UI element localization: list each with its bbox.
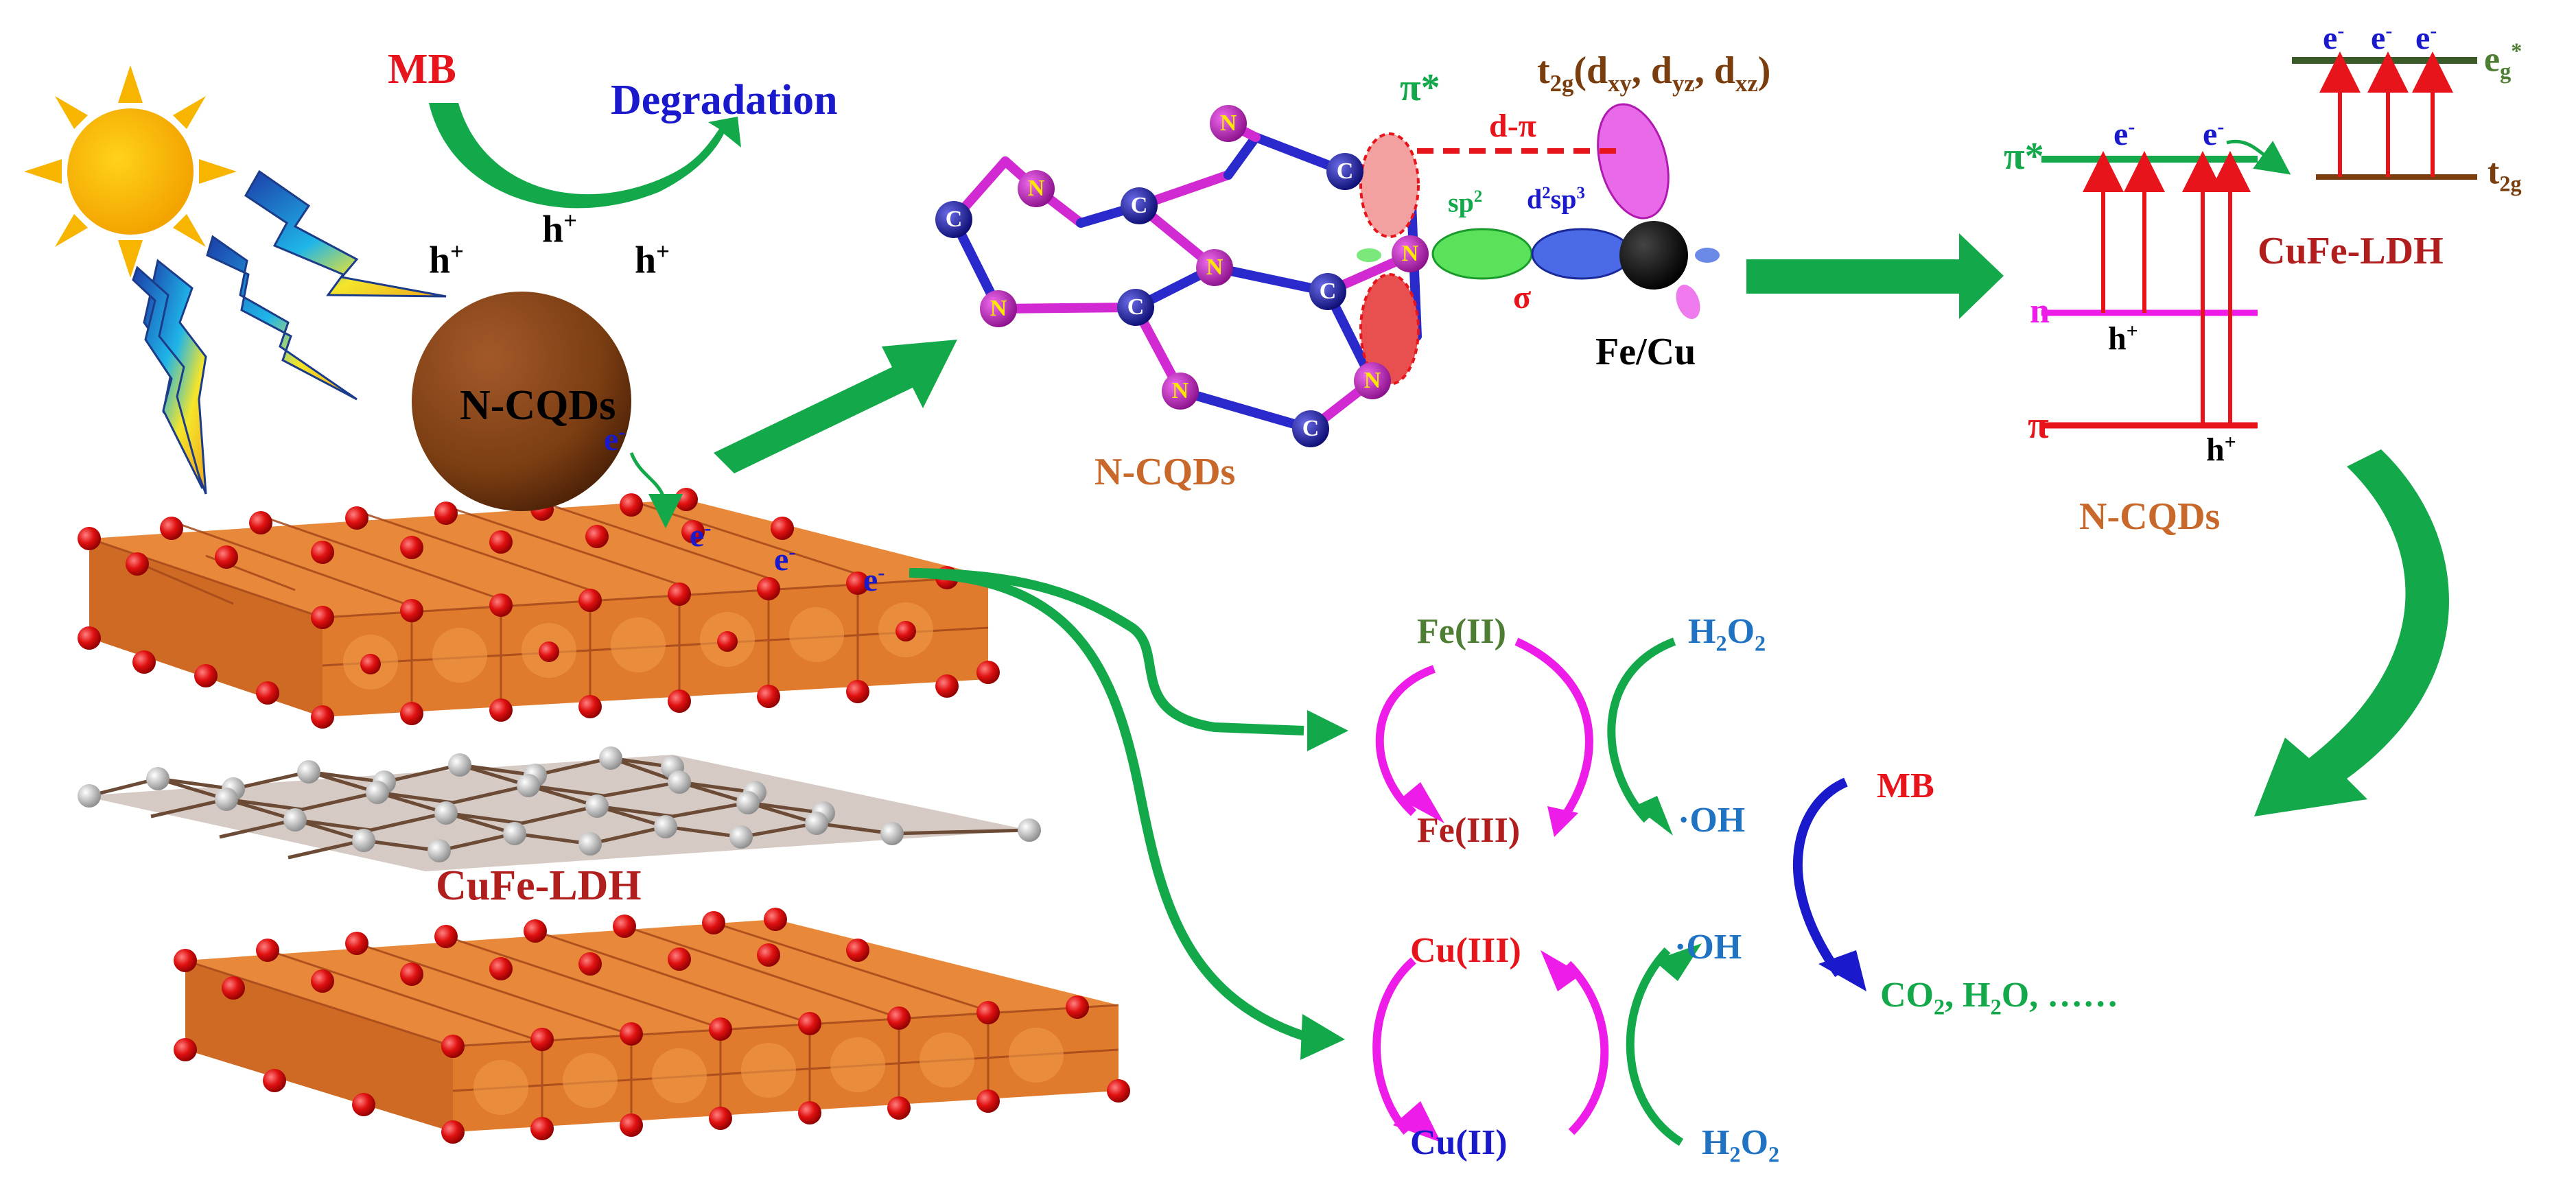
ldh-label: CuFe-LDH	[436, 862, 642, 909]
t2g-level-label: t2g	[2487, 152, 2522, 196]
fe3-label: Fe(III)	[1417, 811, 1521, 850]
mb-label: MB	[388, 46, 456, 93]
atom-c: C	[1319, 279, 1337, 304]
electron-label-3: e-	[863, 561, 885, 598]
energy-ncqd-label: N-CQDs	[2079, 495, 2221, 538]
degradation-label: Degradation	[611, 77, 838, 123]
cycle-mb-label: MB	[1877, 766, 1934, 805]
energy-hole-label-2: h+	[2206, 431, 2236, 468]
energy-pi-star-label: π*	[2004, 135, 2044, 178]
t2g-orbital-lower	[1676, 284, 1700, 320]
cu2-label: Cu(II)	[1410, 1123, 1508, 1162]
t2g-orbitals-label: t2g(dxy, dyz, dxz)	[1537, 49, 1771, 97]
ncqd-molecule-caption: N-CQDs	[1094, 451, 1236, 493]
fe-cycle	[1375, 637, 1676, 837]
h2o2-label-top: H2O2	[1688, 612, 1766, 656]
oxygen-atoms-bottom	[174, 908, 1130, 1144]
ldh-layer-bottom	[185, 919, 1119, 1132]
ncqd-sphere	[412, 292, 631, 511]
atom-c: C	[1127, 294, 1145, 320]
oh-label-bottom: ·OH	[1674, 928, 1742, 967]
atom-n: N	[1219, 110, 1237, 136]
energy-electron-label-2: e-	[2203, 115, 2225, 152]
t2g-orbital-side	[1695, 248, 1720, 263]
d2sp3-label: d2sp3	[1527, 183, 1585, 215]
ldh-layer-top	[89, 499, 989, 717]
energy-hole-label-1: h+	[2108, 320, 2138, 357]
energy-electron-label-1: e-	[2114, 115, 2135, 152]
cu3-label: Cu(III)	[1410, 931, 1521, 970]
ncqd-ball-label: N-CQDs	[460, 382, 616, 429]
cu-cycle	[1372, 943, 1702, 1146]
energy-electron-label-3: e-	[2323, 19, 2345, 56]
degradation-arrow	[429, 103, 741, 209]
hole-label-3: h+	[635, 238, 670, 282]
bolt-icon-4	[132, 266, 204, 489]
metal-label: Fe/Cu	[1595, 331, 1696, 373]
ncqd-molecule	[935, 103, 1720, 447]
pi-to-t2g-arrow	[2226, 139, 2291, 175]
electron-label-1: e-	[690, 517, 712, 554]
energy-electron-label-5: e-	[2415, 19, 2437, 56]
energy-ldh-label: CuFe-LDH	[2258, 230, 2444, 272]
atom-c: C	[1302, 416, 1320, 441]
atom-c: C	[1130, 193, 1148, 218]
energy-pi-label: π	[2028, 404, 2049, 447]
sigma-label: σ	[1513, 279, 1532, 316]
transfer-arrow-to-energy	[1746, 233, 2004, 319]
electron-transfer-arrow	[629, 452, 683, 528]
carbon-atoms	[935, 153, 1363, 447]
oh-to-products-arrow	[1793, 777, 1848, 978]
hole-label-2: h+	[542, 207, 577, 251]
atom-c: C	[945, 207, 963, 232]
energy-electron-label-4: e-	[2371, 19, 2393, 56]
metal-atom	[1619, 221, 1688, 290]
energy-diagram	[2041, 51, 2477, 429]
fe2-label: Fe(II)	[1417, 612, 1506, 651]
pi-star-orbital-upper	[1359, 132, 1420, 238]
atom-n: N	[1171, 378, 1189, 403]
oxygen-atoms-top	[78, 488, 1000, 729]
electron-label-ball: e-	[604, 421, 626, 458]
energy-n-label: n	[2030, 292, 2050, 331]
h2o2-label-bottom: H2O2	[1702, 1123, 1780, 1167]
bolt-icon-3	[206, 235, 358, 401]
d-pi-label: d-π	[1489, 108, 1536, 144]
pi-star-label: π*	[1400, 67, 1440, 109]
light-bolt-icons	[132, 169, 447, 495]
atom-n: N	[1363, 368, 1381, 393]
bolt-icon-2	[244, 169, 447, 298]
graphene-layer	[78, 746, 1041, 871]
transfer-arrow-to-molecule	[714, 340, 957, 473]
sp2-orbital-small	[1357, 248, 1381, 262]
atom-n: N	[990, 296, 1007, 321]
sun-icon	[24, 65, 237, 278]
atom-n: N	[1401, 241, 1419, 266]
return-arrow	[2254, 449, 2450, 816]
electron-label-2: e-	[774, 541, 796, 578]
sp2-label: sp2	[1448, 187, 1483, 218]
nitrogen-atoms	[980, 105, 1429, 410]
sp2-orbital	[1431, 228, 1533, 280]
atom-n: N	[1206, 255, 1223, 280]
electron-path-to-fe	[909, 568, 1304, 735]
atom-n: N	[1027, 176, 1045, 201]
t2g-orbital-upper	[1597, 103, 1670, 220]
atom-c: C	[1336, 158, 1354, 184]
oh-label-top: ·OH	[1678, 801, 1746, 840]
eg-star-label: eg*	[2484, 38, 2522, 84]
products-label: CO2, H2O, ……	[1880, 976, 2119, 1020]
d2sp3-orbital	[1531, 228, 1632, 280]
hole-label-1: h+	[429, 238, 464, 282]
electron-path-to-cu	[909, 568, 1306, 1041]
